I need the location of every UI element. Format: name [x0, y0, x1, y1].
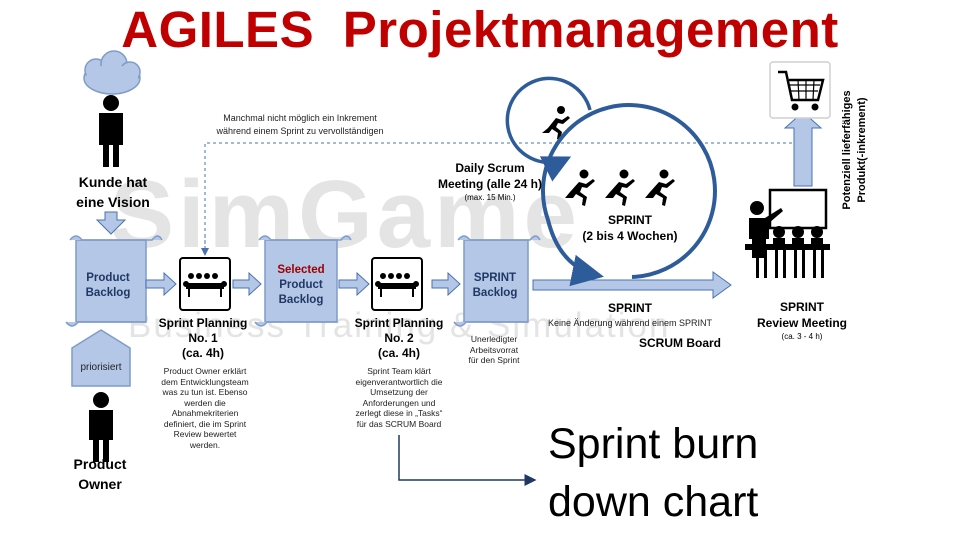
- arrow-planning2-to-sprintbacklog: [431, 271, 461, 297]
- sprint-circle-label: SPRINT(2 bis 4 Wochen): [582, 213, 678, 243]
- scrum-board-label: SCRUM Board: [638, 336, 721, 350]
- daily-scrum-loop: [505, 76, 592, 182]
- watermark-subtitle: Business Training & Simulation: [128, 306, 671, 345]
- sprint-no-change-note: Keine Änderung während einem SPRINT: [547, 318, 713, 328]
- shopping-cart-icon: [769, 61, 831, 119]
- product-backlog-scroll: [65, 235, 163, 327]
- selected-backlog-scroll: [254, 235, 352, 327]
- product-owner-person-icon: [89, 392, 113, 462]
- arrow-selected-to-planning2: [338, 271, 370, 297]
- meeting-icon: [179, 257, 231, 311]
- meeting-icon: [371, 257, 423, 311]
- page-title: AGILES Projektmanagement: [121, 1, 839, 58]
- sprint-backlog-scroll: [453, 235, 541, 327]
- increment-dashed-line: [204, 142, 800, 255]
- sprint-arrow-label: SPRINT: [607, 301, 652, 315]
- customer-to-backlog-arrow: [95, 211, 127, 235]
- arrow-planning1-to-selected: [232, 271, 262, 297]
- runner-icon: [542, 106, 570, 140]
- customer-person-icon: [99, 95, 123, 167]
- team-runners-icon: [565, 169, 675, 206]
- prioritize-label: priorisiert: [80, 362, 122, 373]
- review-meeting-icon: [745, 188, 830, 278]
- arrow-backlog-to-planning1: [145, 271, 177, 297]
- cloud-icon: [83, 50, 141, 95]
- burndown-connector: [398, 435, 537, 486]
- prioritize-badge: [71, 329, 131, 387]
- arrow-sprint-main: [532, 271, 732, 299]
- review-to-cart-arrow: [783, 111, 823, 187]
- sprint-cycle-loop: [540, 103, 717, 287]
